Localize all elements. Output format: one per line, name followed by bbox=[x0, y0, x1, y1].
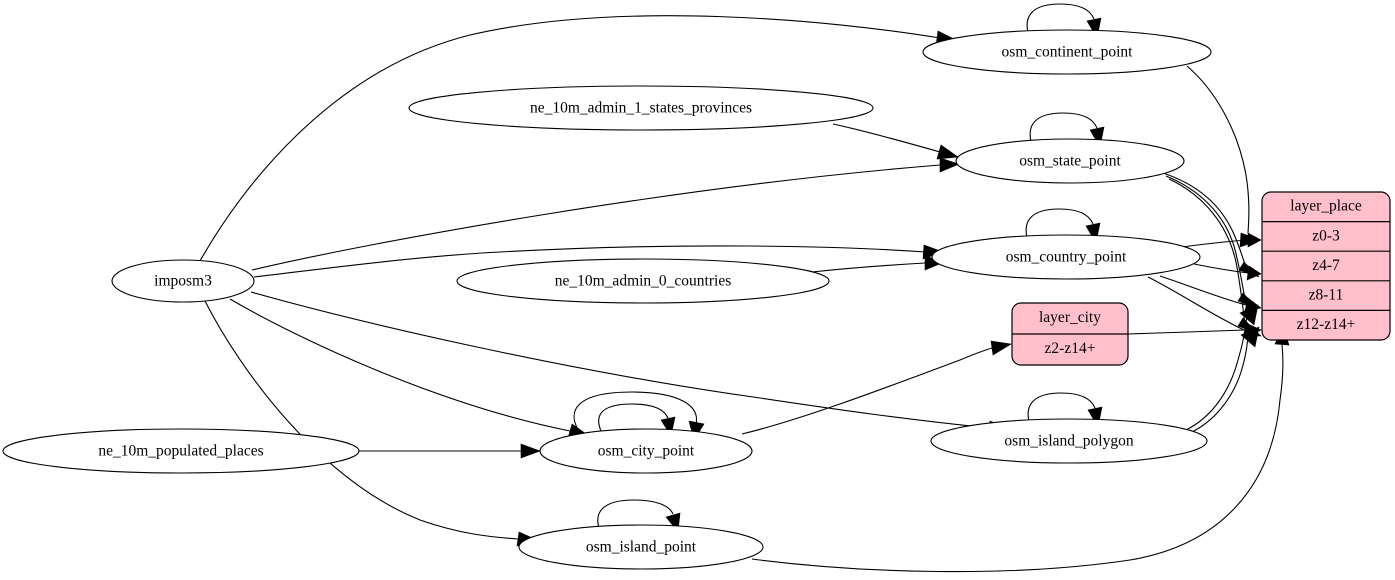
node-osm_state_point[interactable]: osm_state_point bbox=[955, 138, 1185, 184]
edge-imposm3-to-osm_continent_point bbox=[199, 15, 957, 262]
node-label-osm_island_point: osm_island_point bbox=[586, 539, 697, 556]
node-ne_10m_admin_1_states_provinces[interactable]: ne_10m_admin_1_states_provinces bbox=[408, 85, 874, 131]
node-label-osm_city_point: osm_city_point bbox=[598, 443, 695, 460]
node-osm_island_point[interactable]: osm_island_point bbox=[518, 524, 764, 570]
node-label-ne_states: ne_10m_admin_1_states_provinces bbox=[530, 100, 752, 117]
record-row-layer_place-z4-7[interactable]: z4-7 bbox=[1312, 257, 1340, 274]
node-osm_island_polygon[interactable]: osm_island_polygon bbox=[930, 418, 1208, 464]
node-osm_country_point[interactable]: osm_country_point bbox=[931, 234, 1201, 280]
record-node-layer_city[interactable]: layer_city z2-z14+ bbox=[1011, 302, 1129, 366]
node-label-ne_places: ne_10m_populated_places bbox=[98, 443, 263, 460]
record-row-layer_place-z8-11[interactable]: z8-11 bbox=[1309, 287, 1344, 304]
node-osm_city_point[interactable]: osm_city_point bbox=[539, 428, 753, 474]
record-row-layer_place-z0-3[interactable]: z0-3 bbox=[1312, 227, 1340, 244]
edge-ne_states-to-osm_state_point bbox=[832, 123, 959, 160]
node-label-ne_countries: ne_10m_admin_0_countries bbox=[555, 273, 732, 290]
edge-osm_country_point-to-layer_place_z8_11 bbox=[1159, 275, 1262, 312]
node-imposm3[interactable]: imposm3 bbox=[111, 259, 255, 303]
node-label-osm_state_point: osm_state_point bbox=[1019, 153, 1121, 170]
edge-osm_country_point-to-layer_place_z4_7 bbox=[1193, 263, 1262, 281]
edge-imposm3-to-osm_state_point bbox=[251, 157, 960, 271]
node-ne_10m_admin_0_countries[interactable]: ne_10m_admin_0_countries bbox=[456, 258, 830, 304]
node-label-osm_country_point: osm_country_point bbox=[1006, 249, 1127, 266]
edge-ne_places-to-osm_city_point bbox=[359, 443, 541, 459]
edge-imposm3-to-osm_island_polygon bbox=[250, 291, 1010, 436]
record-row-layer_place-z12-z14[interactable]: z12-z14+ bbox=[1297, 316, 1356, 333]
node-label-osm_continent_point: osm_continent_point bbox=[1002, 44, 1134, 61]
node-label-osm_island_polygon: osm_island_polygon bbox=[1004, 433, 1133, 450]
edge-osm_city_point-to-layer_city_z2_z14 bbox=[741, 340, 1012, 435]
node-ne_10m_populated_places[interactable]: ne_10m_populated_places bbox=[2, 428, 360, 474]
node-osm_continent_point[interactable]: osm_continent_point bbox=[922, 29, 1212, 75]
node-label-imposm3: imposm3 bbox=[154, 273, 212, 290]
record-node-layer_place[interactable]: layer_place z0-3 z4-7 z8-11 z12-z14+ bbox=[1261, 191, 1391, 341]
edge-osm_island_polygon-to-layer_place_z12_z14 bbox=[1189, 326, 1260, 434]
edge-osm_continent_point-to-layer_place_z0_3 bbox=[1186, 65, 1261, 248]
edge-imposm3-to-osm_island_point bbox=[204, 300, 538, 547]
node-layer: imposm3 ne_10m_admin_1_states_provinces … bbox=[2, 29, 1212, 570]
edge-osm_island_polygon-to-layer_place_z8_11 bbox=[1185, 304, 1259, 431]
record-row-layer_city-z2-z14[interactable]: z2-z14+ bbox=[1045, 340, 1096, 357]
record-row-layer_city-header: layer_city bbox=[1039, 309, 1101, 326]
edge-osm_country_point-to-layer_place_z0_3 bbox=[1181, 232, 1262, 248]
record-row-layer_place-header: layer_place bbox=[1290, 198, 1362, 215]
record-node-layer: layer_place z0-3 z4-7 z8-11 z12-z14+ lay… bbox=[1011, 191, 1391, 366]
